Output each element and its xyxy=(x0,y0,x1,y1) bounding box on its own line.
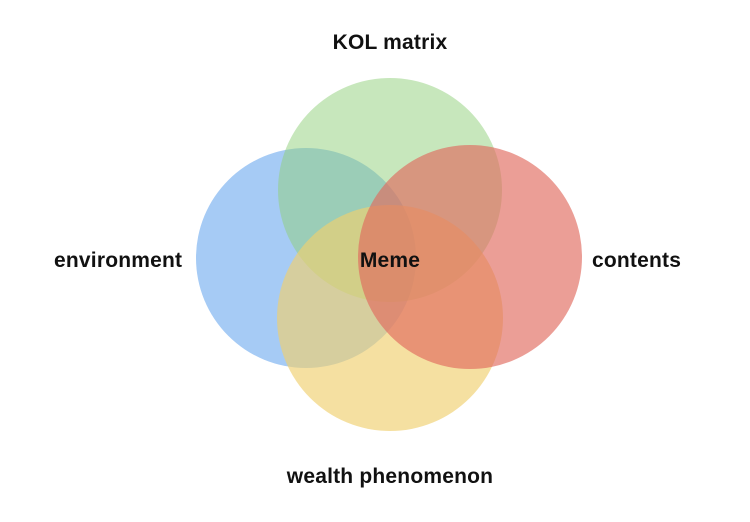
label-wealth-phenomenon: wealth phenomenon xyxy=(286,465,494,488)
label-environment: environment xyxy=(54,249,183,272)
label-contents: contents xyxy=(592,249,682,272)
label-center-meme: Meme xyxy=(359,249,421,272)
circle-contents xyxy=(358,145,582,369)
label-kol-matrix: KOL matrix xyxy=(332,31,448,54)
